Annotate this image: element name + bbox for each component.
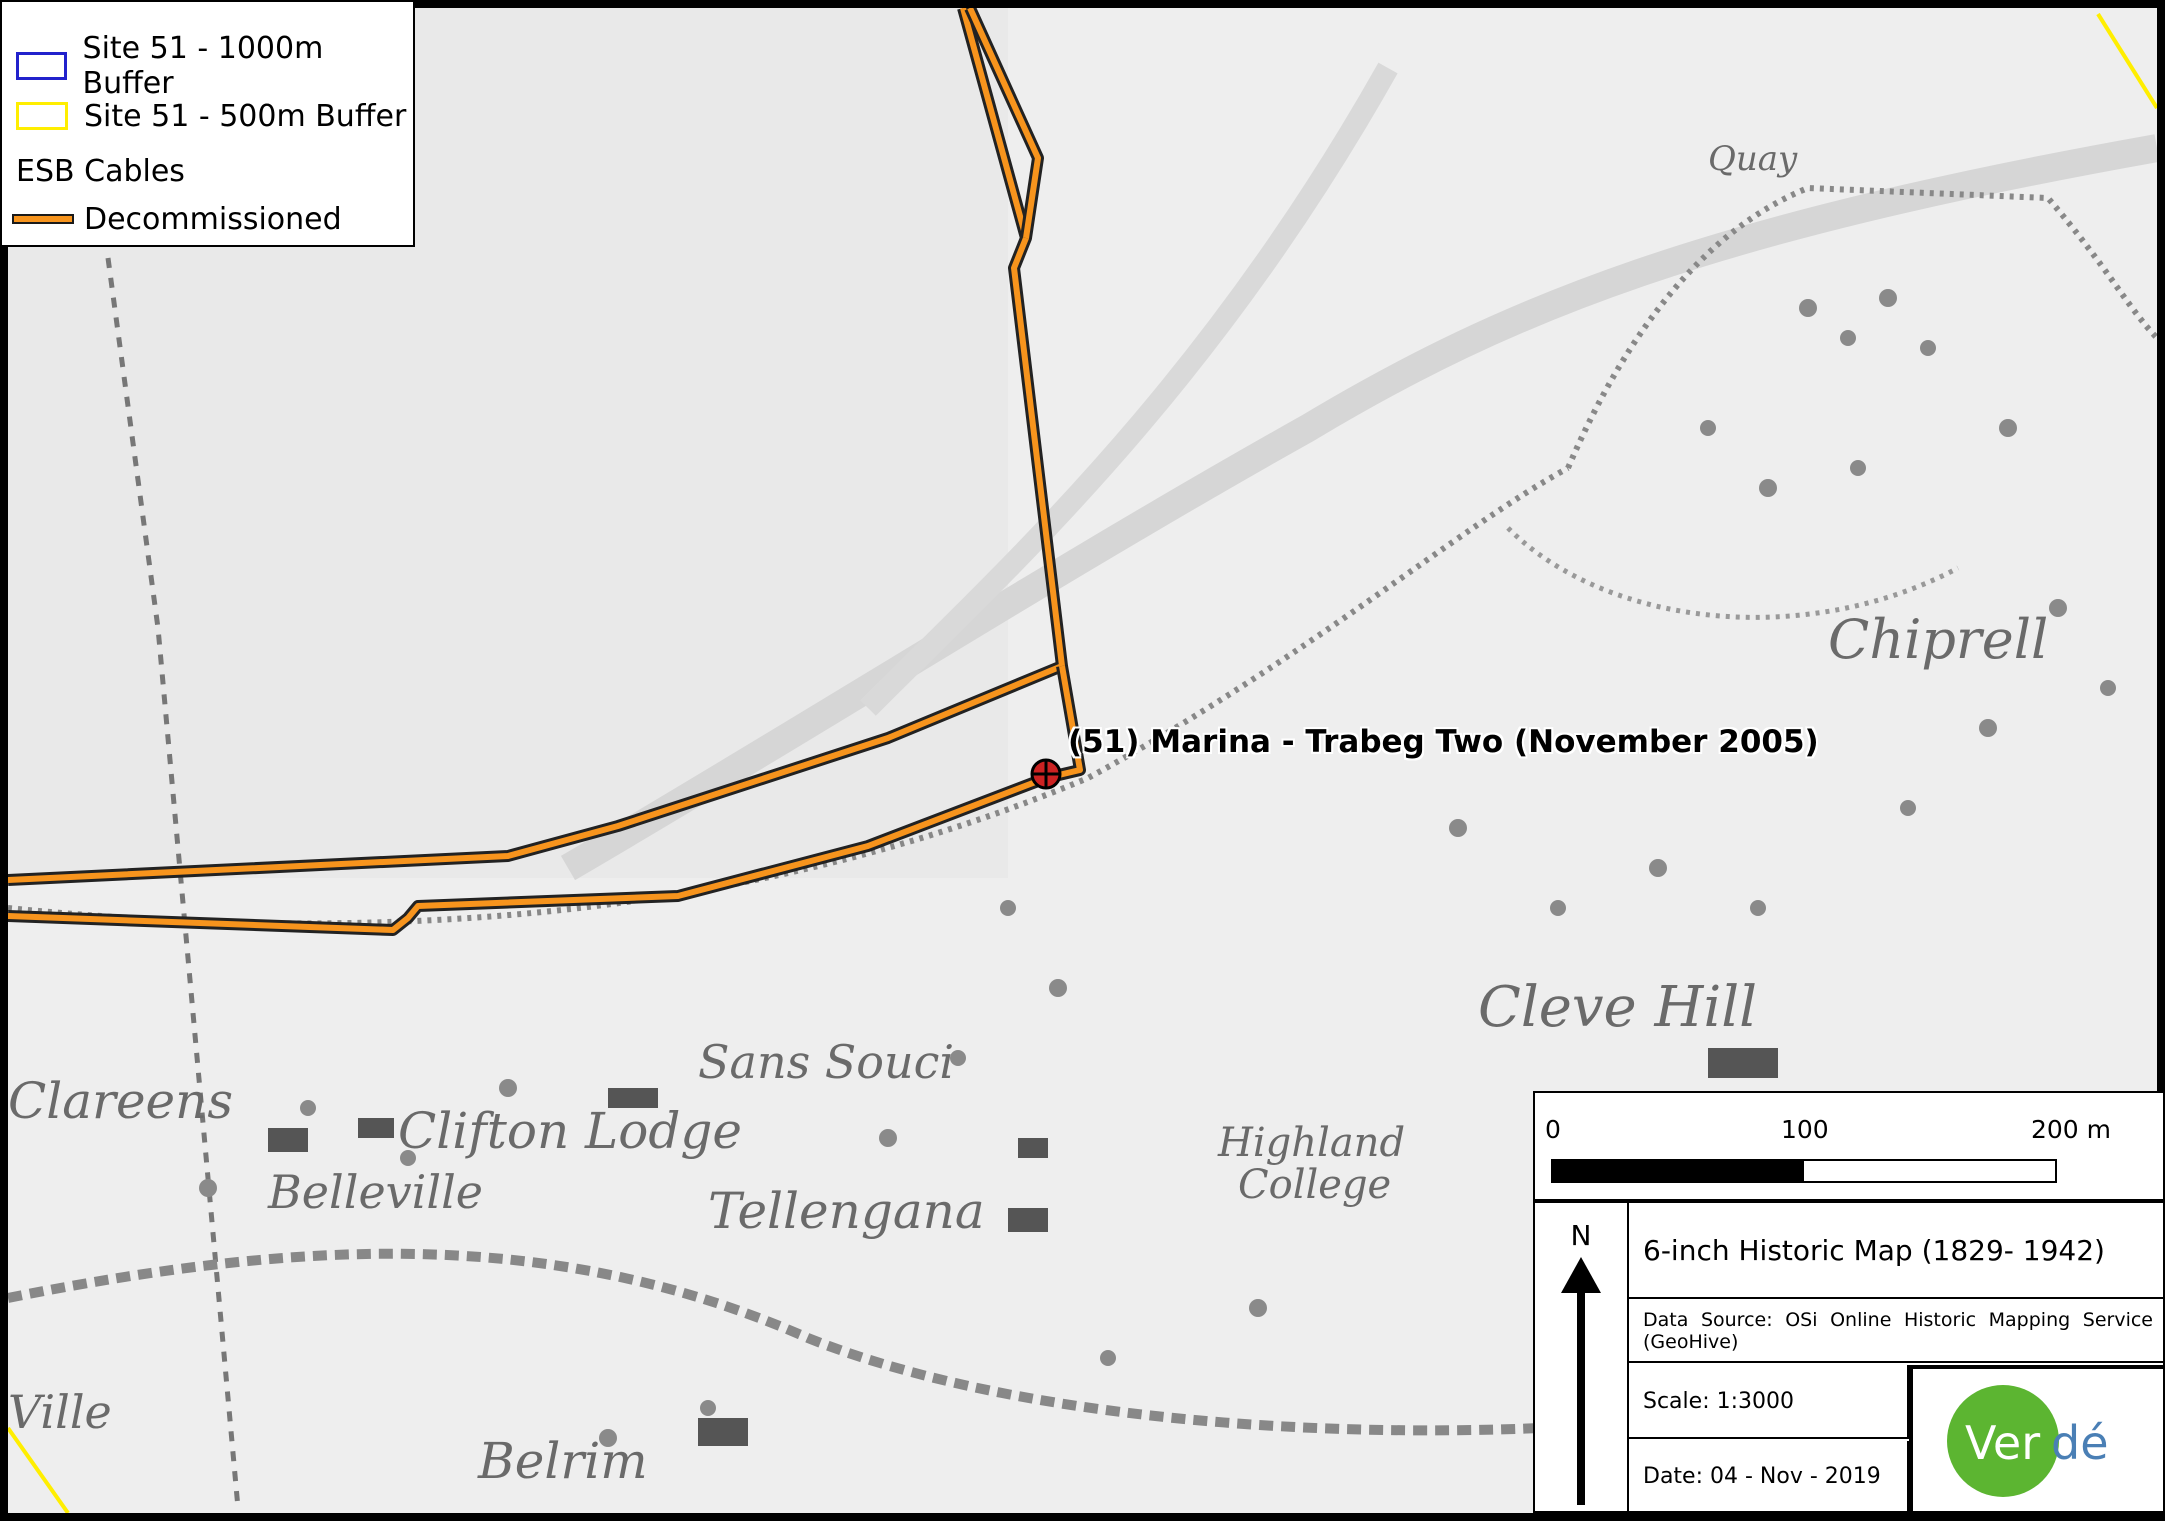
logo-text-de: dé [2051,1416,2109,1470]
legend-row-buffer-1000: Site 51 - 1000m Buffer [2,31,413,101]
buffer-500-edge-bottom-left [8,1426,70,1513]
label-sans-souci: Sans Souci [698,1035,954,1089]
scale-tick-100: 100 [1781,1115,1829,1144]
label-tellengana: Tellengana [708,1182,985,1240]
buffer-1000-swatch [16,52,67,80]
label-belleville: Belleville [267,1165,483,1219]
decommissioned-swatch [12,214,74,224]
scale-bar-panel: 0 100 200 m [1533,1091,2165,1201]
legend: Site 51 - 1000m Buffer Site 51 - 500m Bu… [0,0,415,247]
logo-cell: Ver dé [1909,1365,2163,1511]
esb-cable-decommissioned[interactable] [8,8,1086,936]
legend-label-buffer-500: Site 51 - 500m Buffer [84,98,407,134]
label-highland: Highland [1217,1120,1405,1166]
sea-wall [860,62,1398,716]
tree-clusters [199,289,2116,1447]
railway-dashed [105,257,241,1509]
crosshair-circle-icon[interactable] [1030,758,1062,790]
historic-map[interactable]: Quay Clareens Clifton Lodge Belleville S… [8,8,2157,1513]
label-cleve-hill: Cleve Hill [1478,975,1757,1040]
legend-label-buffer-1000: Site 51 - 1000m Buffer [82,31,324,101]
north-arrow-icon [1561,1257,1601,1505]
coast-road-boundary [8,465,1570,927]
data-source: Data Source: OSi Online Historic Mapping… [1629,1301,2163,1363]
verde-logo: Ver dé [1947,1385,2109,1497]
estate-boundary [1506,526,1960,620]
label-ville: Ville [8,1385,112,1439]
title-block: N 6-inch Historic Map (1829- 1942) Data … [1533,1201,2165,1513]
coastline-band [560,134,2157,881]
legend-label-decommissioned: Decommissioned [84,201,342,237]
buffer-500-edge-top-right [2096,12,2157,110]
legend-row-buffer-500: Site 51 - 500m Buffer [2,96,406,136]
scale-bar-fill [1553,1161,1804,1181]
north-letter: N [1570,1219,1592,1252]
label-quay: Quay [1708,139,1798,179]
map-title: 6-inch Historic Map (1829- 1942) [1629,1203,2163,1299]
map-date: Date: 04 - Nov - 2019 [1629,1441,1909,1511]
legend-heading-esb-cables: ESB Cables [16,154,185,189]
north-arrow-cell: N [1535,1203,1629,1511]
scale-tick-0: 0 [1545,1115,1561,1144]
main-road [8,1248,1542,1436]
buildings [268,1048,1778,1446]
label-clareens: Clareens [8,1072,233,1130]
scale-tick-200: 200 m [2031,1115,2112,1144]
quay-boundary [1565,184,2157,470]
site-label: (51) Marina - Trabeg Two (November 2005) [1068,724,1819,760]
label-belrim: Belrim [477,1432,648,1490]
label-chiprell: Chiprell [1828,608,2048,671]
scale-bar [1551,1159,2057,1183]
buffer-500-swatch [16,102,68,130]
legend-row-decommissioned: Decommissioned [2,199,342,239]
label-college: College [1238,1162,1391,1208]
label-clifton-lodge: Clifton Lodge [398,1102,742,1160]
logo-text-ver: Ver [1965,1416,2040,1470]
map-scale: Scale: 1:3000 [1629,1365,1909,1439]
